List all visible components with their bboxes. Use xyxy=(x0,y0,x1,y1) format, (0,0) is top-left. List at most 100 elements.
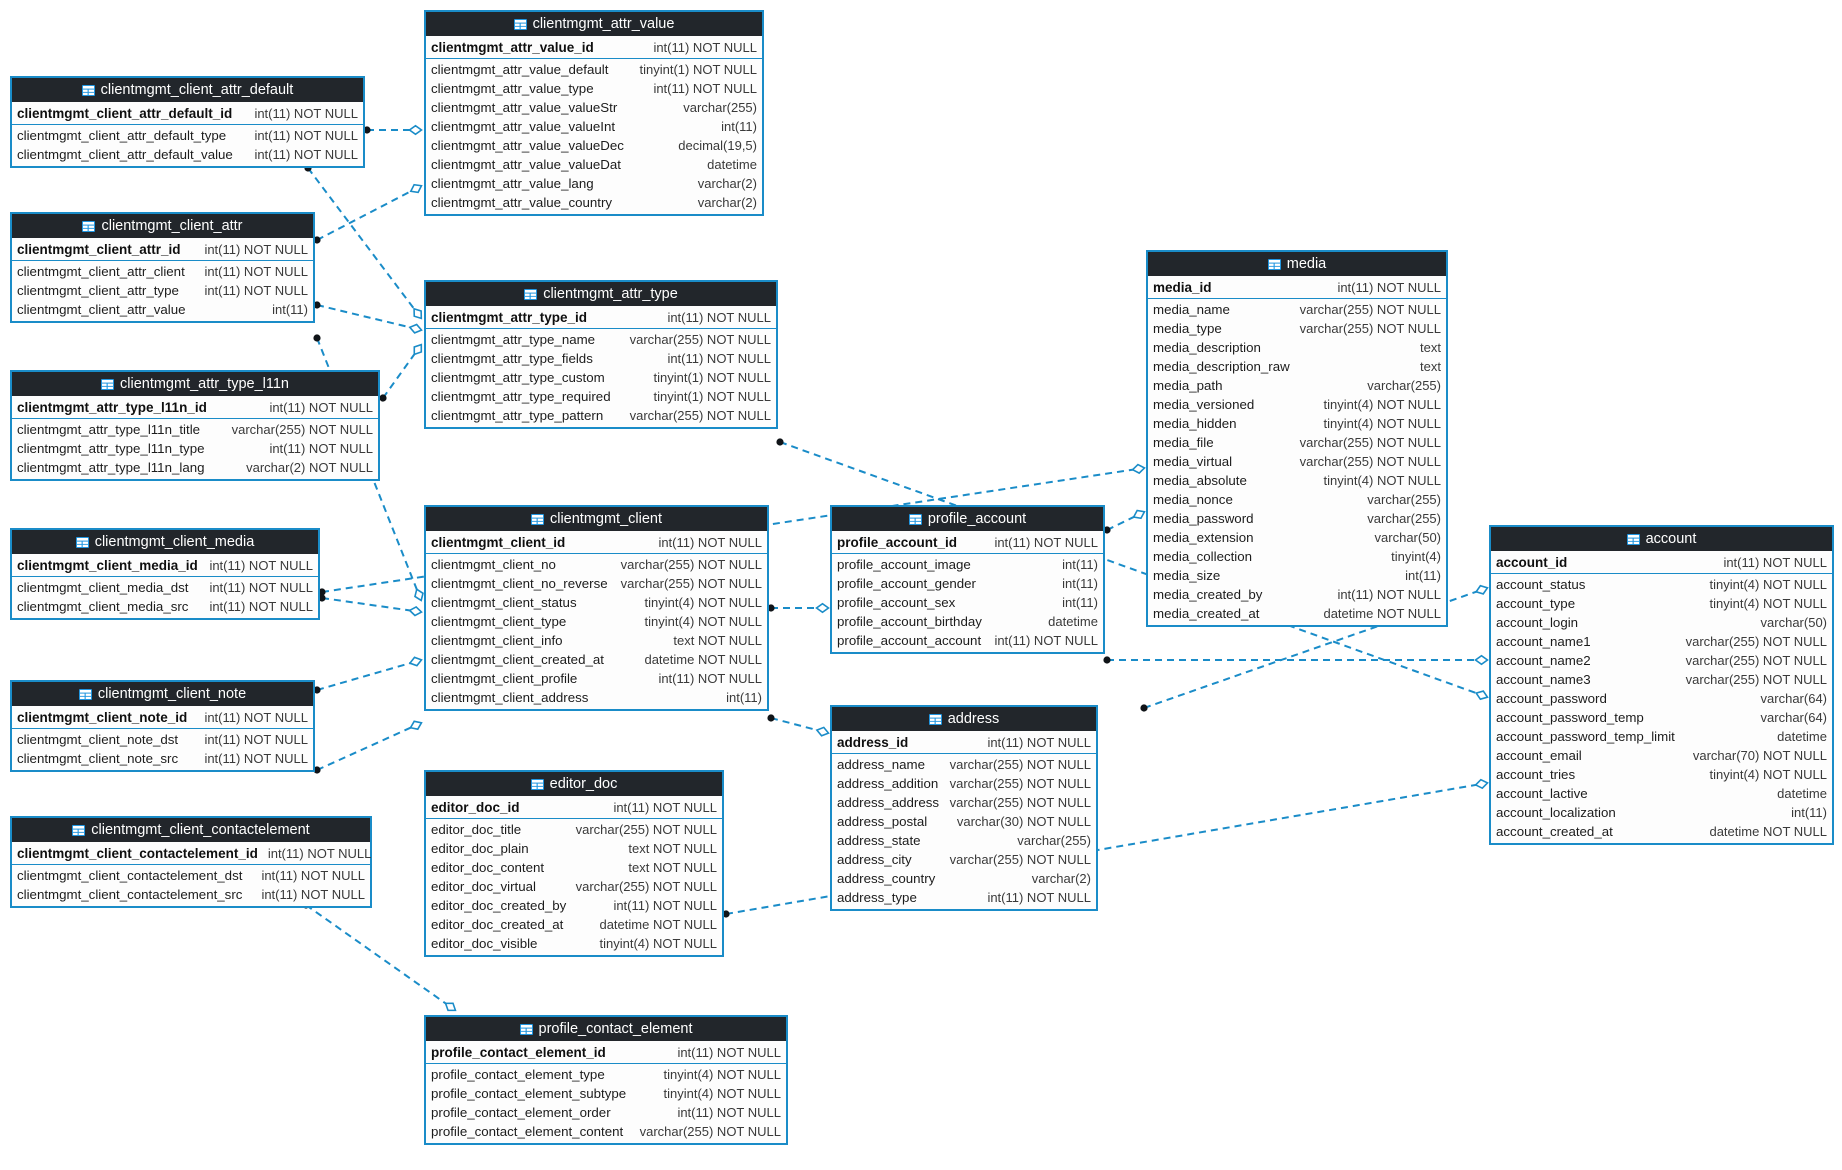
column-row[interactable]: editor_doc_created_byint(11) NOT NULL xyxy=(426,896,722,915)
column-row[interactable]: account_typetinyint(4) NOT NULL xyxy=(1491,594,1832,613)
column-row[interactable]: media_passwordvarchar(255) xyxy=(1148,509,1446,528)
entity-table-account[interactable]: accountaccount_idint(11) NOT NULLaccount… xyxy=(1489,525,1834,845)
entity-table-profile_account[interactable]: profile_accountprofile_account_idint(11)… xyxy=(830,505,1105,654)
column-row[interactable]: clientmgmt_client_contactelement_srcint(… xyxy=(12,885,370,904)
column-row[interactable]: clientmgmt_client_attr_clientint(11) NOT… xyxy=(12,262,313,281)
column-row[interactable]: profile_account_birthdaydatetime xyxy=(832,612,1103,631)
column-row[interactable]: clientmgmt_attr_type_namevarchar(255) NO… xyxy=(426,330,776,349)
column-row[interactable]: account_emailvarchar(70) NOT NULL xyxy=(1491,746,1832,765)
column-row[interactable]: address_namevarchar(255) NOT NULL xyxy=(832,755,1096,774)
column-row[interactable]: clientmgmt_client_statustinyint(4) NOT N… xyxy=(426,593,767,612)
primary-key-row[interactable]: clientmgmt_client_attr_idint(11) NOT NUL… xyxy=(12,238,313,261)
column-row[interactable]: clientmgmt_client_novarchar(255) NOT NUL… xyxy=(426,555,767,574)
primary-key-row[interactable]: clientmgmt_client_idint(11) NOT NULL xyxy=(426,531,767,554)
column-row[interactable]: clientmgmt_attr_type_l11n_typeint(11) NO… xyxy=(12,439,378,458)
column-row[interactable]: editor_doc_virtualvarchar(255) NOT NULL xyxy=(426,877,722,896)
column-row[interactable]: media_collectiontinyint(4) xyxy=(1148,547,1446,566)
column-row[interactable]: media_sizeint(11) xyxy=(1148,566,1446,585)
column-row[interactable]: media_created_atdatetime NOT NULL xyxy=(1148,604,1446,623)
column-row[interactable]: clientmgmt_attr_type_patternvarchar(255)… xyxy=(426,406,776,425)
column-row[interactable]: clientmgmt_attr_type_fieldsint(11) NOT N… xyxy=(426,349,776,368)
column-row[interactable]: editor_doc_created_atdatetime NOT NULL xyxy=(426,915,722,934)
column-row[interactable]: media_pathvarchar(255) xyxy=(1148,376,1446,395)
entity-table-clientmgmt_client_contactelement[interactable]: clientmgmt_client_contactelementclientmg… xyxy=(10,816,372,908)
column-row[interactable]: media_versionedtinyint(4) NOT NULL xyxy=(1148,395,1446,414)
primary-key-row[interactable]: profile_contact_element_idint(11) NOT NU… xyxy=(426,1041,786,1064)
column-row[interactable]: clientmgmt_client_typetinyint(4) NOT NUL… xyxy=(426,612,767,631)
primary-key-row[interactable]: clientmgmt_attr_type_l11n_idint(11) NOT … xyxy=(12,396,378,419)
column-row[interactable]: clientmgmt_attr_value_langvarchar(2) xyxy=(426,174,762,193)
column-row[interactable]: media_typevarchar(255) NOT NULL xyxy=(1148,319,1446,338)
entity-table-address[interactable]: addressaddress_idint(11) NOT NULLaddress… xyxy=(830,705,1098,911)
column-row[interactable]: profile_contact_element_subtypetinyint(4… xyxy=(426,1084,786,1103)
column-row[interactable]: clientmgmt_client_infotext NOT NULL xyxy=(426,631,767,650)
column-row[interactable]: account_lactivedatetime xyxy=(1491,784,1832,803)
column-row[interactable]: clientmgmt_client_note_srcint(11) NOT NU… xyxy=(12,749,313,768)
entity-table-media[interactable]: mediamedia_idint(11) NOT NULLmedia_namev… xyxy=(1146,250,1448,627)
primary-key-row[interactable]: clientmgmt_client_attr_default_idint(11)… xyxy=(12,102,363,125)
entity-table-editor_doc[interactable]: editor_doceditor_doc_idint(11) NOT NULLe… xyxy=(424,770,724,957)
column-row[interactable]: clientmgmt_client_note_dstint(11) NOT NU… xyxy=(12,730,313,749)
column-row[interactable]: address_typeint(11) NOT NULL xyxy=(832,888,1096,907)
column-row[interactable]: media_description_rawtext xyxy=(1148,357,1446,376)
primary-key-row[interactable]: media_idint(11) NOT NULL xyxy=(1148,276,1446,299)
entity-table-clientmgmt_attr_value[interactable]: clientmgmt_attr_valueclientmgmt_attr_val… xyxy=(424,10,764,216)
entity-table-clientmgmt_client_note[interactable]: clientmgmt_client_noteclientmgmt_client_… xyxy=(10,680,315,772)
column-row[interactable]: media_hiddentinyint(4) NOT NULL xyxy=(1148,414,1446,433)
column-row[interactable]: clientmgmt_client_media_srcint(11) NOT N… xyxy=(12,597,318,616)
primary-key-row[interactable]: address_idint(11) NOT NULL xyxy=(832,731,1096,754)
column-row[interactable]: account_localizationint(11) xyxy=(1491,803,1832,822)
column-row[interactable]: clientmgmt_client_attr_default_typeint(1… xyxy=(12,126,363,145)
column-row[interactable]: profile_account_sexint(11) xyxy=(832,593,1103,612)
entity-table-clientmgmt_client_attr[interactable]: clientmgmt_client_attrclientmgmt_client_… xyxy=(10,212,315,323)
column-row[interactable]: media_extensionvarchar(50) xyxy=(1148,528,1446,547)
column-row[interactable]: profile_contact_element_typetinyint(4) N… xyxy=(426,1065,786,1084)
column-row[interactable]: clientmgmt_client_attr_valueint(11) xyxy=(12,300,313,319)
column-row[interactable]: clientmgmt_client_addressint(11) xyxy=(426,688,767,707)
column-row[interactable]: clientmgmt_attr_type_l11n_langvarchar(2)… xyxy=(12,458,378,477)
column-row[interactable]: profile_account_accountint(11) NOT NULL xyxy=(832,631,1103,650)
entity-table-clientmgmt_client_attr_default[interactable]: clientmgmt_client_attr_defaultclientmgmt… xyxy=(10,76,365,168)
column-row[interactable]: address_cityvarchar(255) NOT NULL xyxy=(832,850,1096,869)
column-row[interactable]: clientmgmt_attr_value_valueDecdecimal(19… xyxy=(426,136,762,155)
column-row[interactable]: address_addressvarchar(255) NOT NULL xyxy=(832,793,1096,812)
column-row[interactable]: clientmgmt_client_profileint(11) NOT NUL… xyxy=(426,669,767,688)
primary-key-row[interactable]: clientmgmt_attr_value_idint(11) NOT NULL xyxy=(426,36,762,59)
column-row[interactable]: clientmgmt_attr_value_defaulttinyint(1) … xyxy=(426,60,762,79)
column-row[interactable]: account_name1varchar(255) NOT NULL xyxy=(1491,632,1832,651)
column-row[interactable]: clientmgmt_client_contactelement_dstint(… xyxy=(12,866,370,885)
column-row[interactable]: clientmgmt_attr_type_requiredtinyint(1) … xyxy=(426,387,776,406)
entity-table-profile_contact_element[interactable]: profile_contact_elementprofile_contact_e… xyxy=(424,1015,788,1145)
column-row[interactable]: media_descriptiontext xyxy=(1148,338,1446,357)
entity-table-clientmgmt_attr_type_l11n[interactable]: clientmgmt_attr_type_l11nclientmgmt_attr… xyxy=(10,370,380,481)
column-row[interactable]: address_countryvarchar(2) xyxy=(832,869,1096,888)
primary-key-row[interactable]: profile_account_idint(11) NOT NULL xyxy=(832,531,1103,554)
primary-key-row[interactable]: editor_doc_idint(11) NOT NULL xyxy=(426,796,722,819)
column-row[interactable]: account_password_tempvarchar(64) xyxy=(1491,708,1832,727)
column-row[interactable]: account_triestinyint(4) NOT NULL xyxy=(1491,765,1832,784)
primary-key-row[interactable]: clientmgmt_client_contactelement_idint(1… xyxy=(12,842,371,865)
column-row[interactable]: clientmgmt_client_created_atdatetime NOT… xyxy=(426,650,767,669)
column-row[interactable]: media_noncevarchar(255) xyxy=(1148,490,1446,509)
column-row[interactable]: address_postalvarchar(30) NOT NULL xyxy=(832,812,1096,831)
column-row[interactable]: media_virtualvarchar(255) NOT NULL xyxy=(1148,452,1446,471)
primary-key-row[interactable]: clientmgmt_attr_type_idint(11) NOT NULL xyxy=(426,306,776,329)
primary-key-row[interactable]: clientmgmt_client_media_idint(11) NOT NU… xyxy=(12,554,318,577)
column-row[interactable]: clientmgmt_client_attr_default_valueint(… xyxy=(12,145,363,164)
column-row[interactable]: clientmgmt_attr_type_customtinyint(1) NO… xyxy=(426,368,776,387)
column-row[interactable]: clientmgmt_client_attr_typeint(11) NOT N… xyxy=(12,281,313,300)
column-row[interactable]: profile_account_imageint(11) xyxy=(832,555,1103,574)
column-row[interactable]: address_additionvarchar(255) NOT NULL xyxy=(832,774,1096,793)
column-row[interactable]: account_name3varchar(255) NOT NULL xyxy=(1491,670,1832,689)
column-row[interactable]: editor_doc_visibletinyint(4) NOT NULL xyxy=(426,934,722,953)
column-row[interactable]: editor_doc_contenttext NOT NULL xyxy=(426,858,722,877)
column-row[interactable]: clientmgmt_attr_value_valueStrvarchar(25… xyxy=(426,98,762,117)
column-row[interactable]: clientmgmt_client_no_reversevarchar(255)… xyxy=(426,574,767,593)
column-row[interactable]: clientmgmt_attr_type_l11n_titlevarchar(2… xyxy=(12,420,378,439)
column-row[interactable]: account_passwordvarchar(64) xyxy=(1491,689,1832,708)
column-row[interactable]: account_statustinyint(4) NOT NULL xyxy=(1491,575,1832,594)
column-row[interactable]: account_password_temp_limitdatetime xyxy=(1491,727,1832,746)
entity-table-clientmgmt_client_media[interactable]: clientmgmt_client_mediaclientmgmt_client… xyxy=(10,528,320,620)
column-row[interactable]: profile_contact_element_orderint(11) NOT… xyxy=(426,1103,786,1122)
column-row[interactable]: profile_contact_element_contentvarchar(2… xyxy=(426,1122,786,1141)
